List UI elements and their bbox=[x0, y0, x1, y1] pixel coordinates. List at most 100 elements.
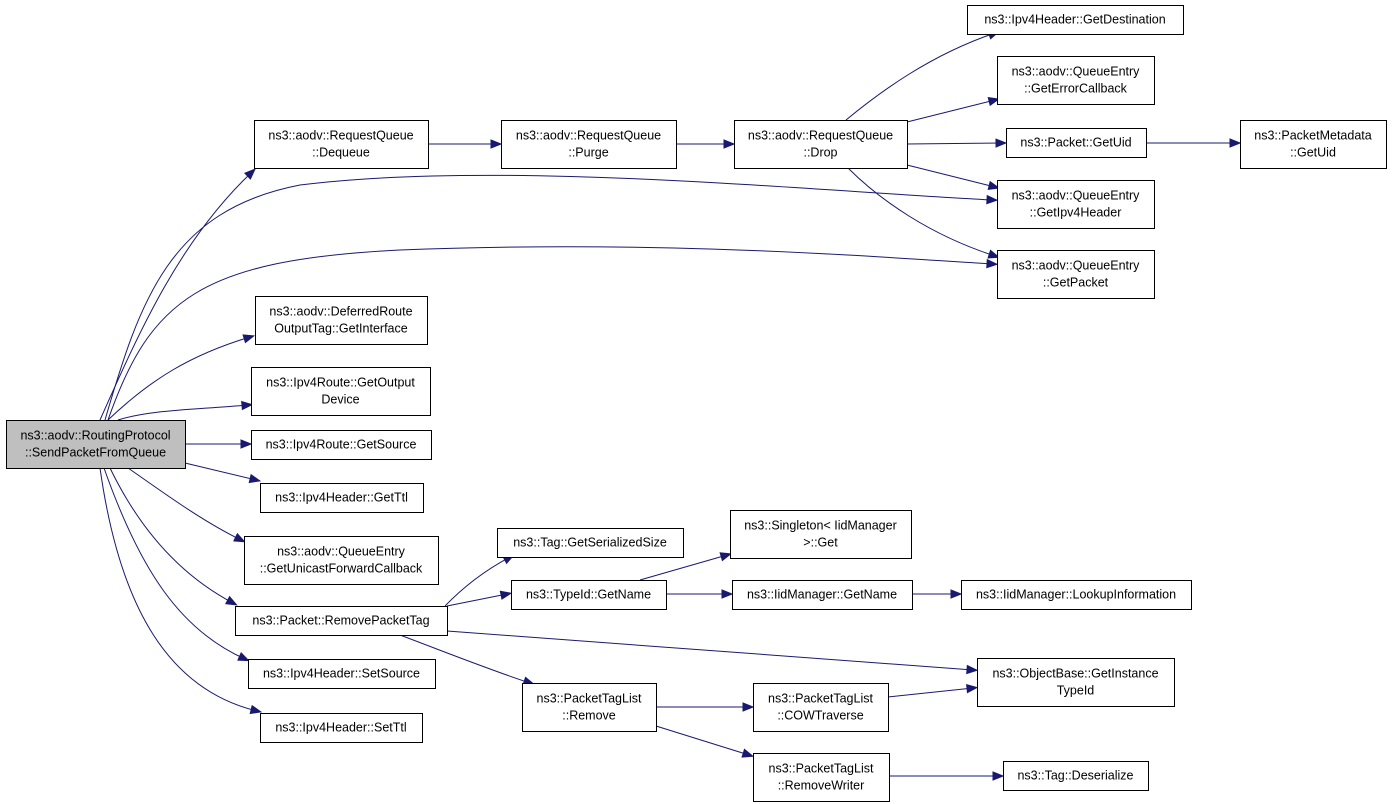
node-label: ns3::Ipv4Route::GetSource bbox=[266, 438, 417, 452]
node-label: ns3::aodv::QueueEntry bbox=[1012, 65, 1141, 79]
node-n25[interactable]: ns3::PacketTagList::COWTraverse bbox=[753, 683, 889, 732]
arrowhead-icon bbox=[723, 139, 736, 149]
node-n14[interactable]: ns3::aodv::QueueEntry::GetUnicastForward… bbox=[244, 536, 439, 585]
edge-to-n19 bbox=[446, 590, 513, 607]
node-n15[interactable]: ns3::Packet::RemovePacketTag bbox=[235, 606, 448, 636]
node-box bbox=[1006, 128, 1147, 158]
node-n17[interactable]: ns3::Ipv4Header::SetTtl bbox=[260, 713, 423, 743]
node-box bbox=[251, 430, 432, 460]
node-n19[interactable]: ns3::TypeId::GetName bbox=[511, 580, 667, 610]
node-label: OutputTag::GetInterface bbox=[274, 322, 407, 336]
arrowhead-icon bbox=[986, 258, 999, 269]
node-n26[interactable]: ns3::PacketTagList::RemoveWriter bbox=[753, 753, 890, 802]
node-box bbox=[522, 683, 657, 732]
node-n2[interactable]: ns3::aodv::RequestQueue::Purge bbox=[501, 120, 677, 169]
edge-to-n26 bbox=[655, 725, 755, 758]
node-label: ns3::IidManager::LookupInformation bbox=[976, 588, 1176, 602]
node-box bbox=[967, 5, 1184, 35]
arrowhead-icon bbox=[233, 532, 246, 543]
node-box bbox=[730, 510, 912, 559]
node-n1[interactable]: ns3::aodv::RequestQueue::Dequeue bbox=[254, 120, 429, 169]
arrowhead-icon bbox=[995, 138, 1008, 148]
node-label: ns3::Packet::GetUid bbox=[1020, 136, 1131, 150]
arrowhead-icon bbox=[741, 748, 755, 758]
node-n16[interactable]: ns3::Ipv4Header::SetSource bbox=[248, 659, 436, 689]
node-n3[interactable]: ns3::aodv::RequestQueue::Drop bbox=[734, 120, 908, 169]
node-label: ns3::Tag::Deserialize bbox=[1017, 769, 1133, 783]
edge-line bbox=[845, 32, 996, 121]
node-n13[interactable]: ns3::Ipv4Header::GetTtl bbox=[260, 483, 424, 513]
edge-line bbox=[655, 725, 750, 756]
edge-to-n27 bbox=[889, 771, 1005, 781]
edge-line bbox=[117, 404, 249, 421]
edge-line bbox=[906, 164, 996, 188]
node-n12[interactable]: ns3::Ipv4Route::GetSource bbox=[251, 430, 432, 460]
node-label: ns3::PacketMetadata bbox=[1254, 129, 1371, 143]
edge-line bbox=[446, 593, 508, 607]
node-label: ::GetUid bbox=[1290, 146, 1336, 160]
node-label: >::Get bbox=[803, 536, 838, 550]
edge-line bbox=[906, 142, 1003, 145]
node-box bbox=[235, 606, 448, 636]
node-label: ns3::IidManager::GetName bbox=[747, 588, 897, 602]
node-label: ns3::Tag::GetSerializedSize bbox=[513, 536, 667, 550]
arrowhead-icon bbox=[742, 702, 755, 712]
node-box bbox=[997, 180, 1155, 229]
node-label: ::RemoveWriter bbox=[778, 779, 865, 793]
node-box bbox=[753, 753, 890, 802]
edge-to-n23 bbox=[446, 630, 979, 675]
node-label: ns3::aodv::QueueEntry bbox=[1012, 189, 1141, 203]
edge-line bbox=[103, 467, 246, 660]
node-label: ns3::aodv::DeferredRoute bbox=[269, 305, 412, 319]
node-label: ns3::aodv::RequestQueue bbox=[748, 129, 893, 143]
node-n21[interactable]: ns3::IidManager::GetName bbox=[732, 580, 913, 610]
edge-line bbox=[104, 174, 994, 421]
edge-to-n11 bbox=[117, 400, 254, 421]
node-label: ns3::aodv::RoutingProtocol bbox=[20, 429, 170, 443]
node-label: ::GetIpv4Header bbox=[1030, 206, 1122, 220]
edge-to-n23 bbox=[887, 683, 979, 698]
node-n5[interactable]: ns3::aodv::QueueEntry::GetErrorCallback bbox=[997, 56, 1155, 105]
node-n20[interactable]: ns3::Singleton< IidManager>::Get bbox=[730, 510, 912, 559]
node-n4[interactable]: ns3::Ipv4Header::GetDestination bbox=[967, 5, 1184, 35]
edge-line bbox=[109, 467, 234, 604]
node-n27[interactable]: ns3::Tag::Deserialize bbox=[1003, 761, 1149, 791]
node-box bbox=[977, 658, 1175, 707]
node-box bbox=[501, 120, 677, 169]
node-label: ns3::TypeId::GetName bbox=[526, 588, 651, 602]
node-box bbox=[254, 120, 429, 169]
node-label: ::GetErrorCallback bbox=[1024, 82, 1128, 96]
node-n10[interactable]: ns3::aodv::DeferredRouteOutputTag::GetIn… bbox=[255, 296, 428, 345]
arrowhead-icon bbox=[490, 139, 503, 149]
node-label: ::Dequeue bbox=[312, 146, 370, 160]
node-n24[interactable]: ns3::PacketTagList::Remove bbox=[522, 683, 657, 732]
node-label: ns3::Ipv4Route::GetOutput bbox=[266, 376, 415, 390]
arrowhead-icon bbox=[240, 439, 253, 449]
node-label: ns3::Ipv4Header::SetTtl bbox=[275, 721, 406, 735]
edge-to-n12 bbox=[185, 439, 253, 449]
node-n7[interactable]: ns3::PacketMetadata::GetUid bbox=[1240, 120, 1387, 169]
node-label: ns3::aodv::QueueEntry bbox=[1012, 259, 1141, 273]
node-box bbox=[753, 683, 889, 732]
node-box bbox=[251, 367, 431, 416]
node-root[interactable]: ns3::aodv::RoutingProtocol::SendPacketFr… bbox=[6, 420, 186, 469]
node-label: ns3::PacketTagList bbox=[769, 762, 874, 776]
edge-line bbox=[127, 467, 242, 541]
edge-line bbox=[107, 336, 251, 421]
arrowhead-icon bbox=[244, 168, 256, 180]
call-edges bbox=[99, 30, 1242, 781]
node-n6[interactable]: ns3::Packet::GetUid bbox=[1006, 128, 1147, 158]
node-n8[interactable]: ns3::aodv::QueueEntry::GetIpv4Header bbox=[997, 180, 1155, 229]
node-n9[interactable]: ns3::aodv::QueueEntry::GetPacket bbox=[997, 250, 1155, 299]
node-box bbox=[997, 56, 1155, 105]
edge-line bbox=[847, 167, 996, 257]
arrowhead-icon bbox=[225, 595, 238, 606]
arrowhead-icon bbox=[950, 589, 963, 599]
node-label: TypeId bbox=[1057, 684, 1095, 698]
node-n22[interactable]: ns3::IidManager::LookupInformation bbox=[961, 580, 1192, 610]
node-n18[interactable]: ns3::Tag::GetSerializedSize bbox=[497, 528, 684, 558]
arrowhead-icon bbox=[1229, 138, 1242, 148]
